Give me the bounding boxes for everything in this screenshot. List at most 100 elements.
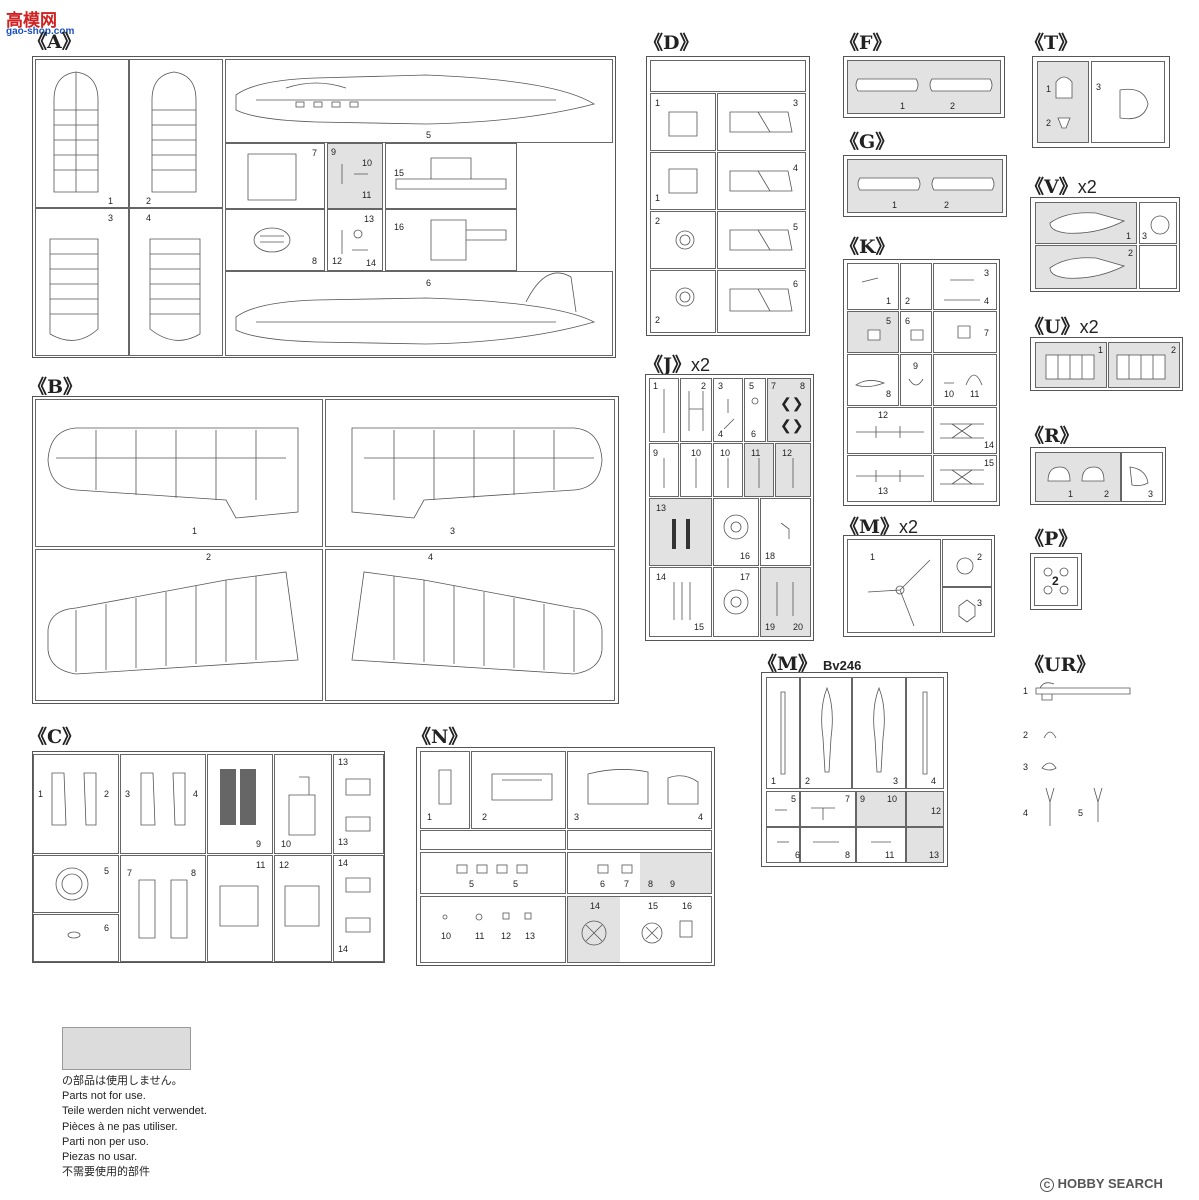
sprue-m2-cell-3: 3 <box>852 677 906 789</box>
sprue-c-frame: 1 2 3 4 9 10 13 13 5 7 8 11 12 14 14 <box>32 751 385 963</box>
sprue-g-label: 《G》 <box>840 131 895 153</box>
legend-line: Piezas no usar. <box>62 1151 138 1164</box>
sprue-d-frame: 1 3 1 4 2 5 2 6 <box>646 56 810 336</box>
sprue-j-cell-13: 13 <box>649 498 712 566</box>
sprue-j-cell-10a: 10 <box>680 443 712 497</box>
sprue-t-cell-3: 3 <box>1091 61 1165 143</box>
sprue-j-cell-18: 18 <box>760 498 811 566</box>
sprue-a-cell-15: 15 <box>385 143 517 209</box>
sprue-k-cell-15: 15 <box>933 455 997 502</box>
sprue-c-cell-11: 11 <box>207 855 273 962</box>
sprue-j-cell-17: 17 <box>713 567 759 637</box>
sprue-v-cell-blank <box>1139 245 1177 289</box>
sprue-b-cell-3: 3 <box>325 399 615 547</box>
sprue-n-cell-blank-b <box>567 830 712 850</box>
watermark-site: gao-shop.com <box>6 26 75 37</box>
sprue-a-cell-4: 4 <box>129 208 223 356</box>
sprue-n-cell-1: 1 <box>420 751 470 829</box>
sprue-n-shade-8-9 <box>640 853 711 893</box>
sprue-c-cell-13: 13 13 <box>333 754 384 854</box>
sprue-a-cell-16: 16 <box>385 209 517 271</box>
sprue-v-cell-2: 2 <box>1035 245 1137 289</box>
sprue-d-cell-5: 5 <box>717 211 806 269</box>
sprue-v-label: 《V》x2 <box>1025 176 1097 198</box>
sprue-c-cell-12: 12 <box>274 855 332 962</box>
sprue-f-cell: 1 2 <box>847 60 1001 114</box>
sprue-u-cell-1: 1 <box>1035 342 1107 388</box>
sprue-a-cell-6: 6 <box>225 271 613 356</box>
sprue-m2-cell-5: 5 <box>766 791 800 827</box>
sprue-k-cell-14: 14 <box>933 407 997 454</box>
sprue-d-cell-1a: 1 <box>650 93 716 151</box>
sprue-d-cell-2b: 2 <box>650 270 716 333</box>
sprue-b-cell-1: 1 <box>35 399 323 547</box>
sprue-ur-label: 《UR》 <box>1025 654 1096 676</box>
sprue-d-cell-3: 3 <box>717 93 806 151</box>
sprue-u-cell-2: 2 <box>1108 342 1180 388</box>
sprue-j-cell-2: 2 <box>680 378 712 442</box>
sprue-m2-cell-1: 1 <box>766 677 800 789</box>
sprue-k-cell-8: 8 <box>847 354 899 406</box>
sprue-b-cell-2: 2 <box>35 549 323 701</box>
sprue-m-cell-1: 1 <box>847 539 941 633</box>
sprue-c-cell-10: 10 <box>274 754 332 854</box>
unused-parts-legend: の部品は使用しません。 Parts not for use. Teile wer… <box>62 1074 207 1180</box>
sprue-b-cell-4: 4 <box>325 549 615 701</box>
sprue-p-cell: 2 <box>1034 557 1078 606</box>
sprue-k-cell-2: 2 <box>900 263 932 310</box>
sprue-m2-cell-8: 8 <box>800 827 856 863</box>
sprue-f-frame: 1 2 <box>843 56 1005 118</box>
sprue-d-cell-4: 4 <box>717 152 806 210</box>
sprue-m-cell-2: 2 <box>942 539 992 587</box>
sprue-a-cell-2: 2 <box>129 59 223 208</box>
sprue-n-cell-2: 2 <box>471 751 566 829</box>
hobby-search-logo: C HOBBY SEARCH <box>1040 1176 1163 1192</box>
sprue-n-label: 《N》 <box>412 726 468 748</box>
sprue-m2-cell-4: 4 <box>906 677 944 789</box>
legend-line: Parts not for use. <box>62 1090 146 1103</box>
sprue-c-cell-6: 6 <box>33 914 119 962</box>
sprue-v-cell-1: 1 <box>1035 202 1137 244</box>
sprue-k-cell-12: 12 <box>847 407 932 454</box>
sprue-m2-cell-7: 7 <box>800 791 856 827</box>
sprue-a-cell-13: 13 12 14 <box>327 209 383 271</box>
sprue-k-cell-9: 9 <box>900 354 932 406</box>
sprue-a-cell-5: 5 <box>225 59 613 143</box>
sprue-j-cell-1: 1 <box>649 378 679 442</box>
sprue-m2-cell-2: 2 <box>800 677 852 789</box>
legend-line: Teile werden nicht verwendet. <box>62 1105 207 1118</box>
sprue-k-cell-6: 6 <box>900 311 932 353</box>
sprue-c-cell-3: 3 4 <box>120 754 206 854</box>
sprue-j-cell-9: 9 <box>649 443 679 497</box>
sprue-k-cell-5: 5 <box>847 311 899 353</box>
sprue-n-shade-14 <box>568 897 620 962</box>
sprue-j-cell-12: 12 <box>775 443 811 497</box>
sprue-c-cell-5: 5 <box>33 855 119 913</box>
sprue-k-cell-7: 7 <box>933 311 997 353</box>
sprue-k-label: 《K》 <box>840 236 895 258</box>
legend-line: Parti non per uso. <box>62 1135 149 1148</box>
sprue-t-label: 《T》 <box>1025 32 1078 54</box>
sprue-a-label: 《A》 <box>28 31 81 53</box>
sprue-m2-cell-6: 6 <box>766 827 800 863</box>
copyright-icon: C <box>1040 1177 1054 1192</box>
sprue-c-label: 《C》 <box>28 726 82 748</box>
sprue-m-cell-3: 3 <box>942 587 992 633</box>
sprue-u-frame: 1 2 <box>1030 337 1183 391</box>
sprue-n-cell-blank-a <box>420 830 566 850</box>
